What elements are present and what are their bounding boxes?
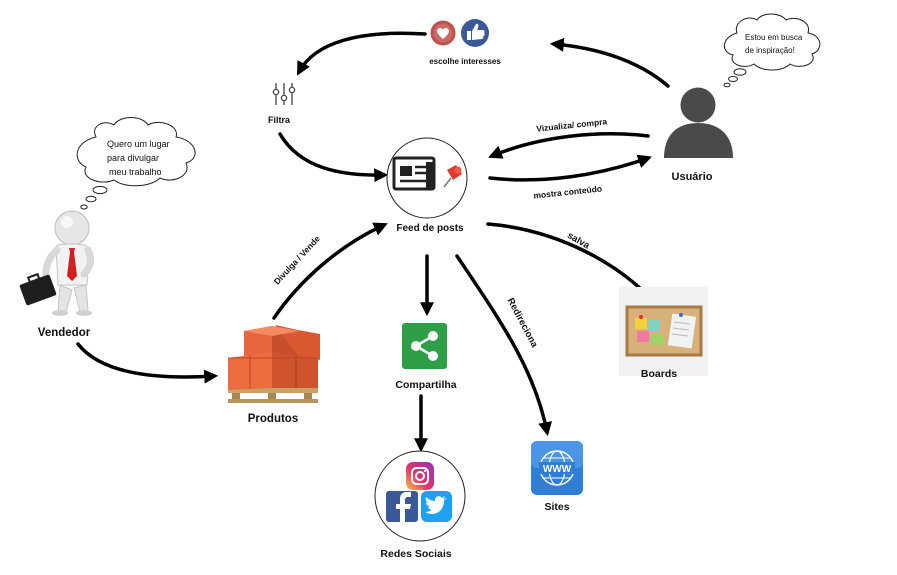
node-label-redes: Redes Sociais [380,548,451,560]
thought-cloud-vendedor [76,117,196,210]
thought-usuario-line1: Estou em busca [745,33,803,42]
thought-cloud-usuario [723,13,821,88]
label-divulga-vende: Divulga / Vende [272,233,322,286]
label-redireciona: Redireciona [505,296,541,350]
heart-icon [430,20,456,46]
svg-text:WWW: WWW [543,464,572,475]
user-silhouette-icon [664,87,733,158]
node-label-boards: Boards [641,368,677,380]
boxes-icon [228,325,320,403]
node-label-filtra: Filtra [268,115,291,125]
arrow-vendedor-to-produtos [76,342,219,384]
arrow-feed-to-usuario-mostra [488,154,652,182]
twitter-icon [421,491,452,522]
facebook-icon [386,491,418,522]
node-label-produtos: Produtos [248,413,298,425]
filter-sliders-icon [272,83,296,105]
thought-vendedor-line1: Quero um lugar [107,139,170,149]
label-visualiza-compra: Vizualiza/ compra [536,116,608,133]
newspaper-icon [392,156,436,191]
label-mostra-conteudo: mostra conteúdo [533,183,603,200]
node-label-usuario: Usuário [672,171,713,183]
node-label-compartilha: Compartilha [395,379,456,391]
node-label-sites: Sites [544,501,569,513]
instagram-icon [406,462,434,490]
arrow-produtos-to-feed [272,222,388,320]
www-globe-icon: WWW [531,441,583,495]
arrow-interesses-to-filtra [297,31,427,76]
node-label-vendedor: Vendedor [38,327,91,339]
pin-icon [443,165,462,188]
cork-board-icon [625,305,703,357]
thought-usuario-line2: de inspiração! [745,46,795,55]
thought-vendedor-line3: meu trabalho [109,167,162,177]
arrow-feed-to-sites [455,254,553,437]
label-escolhe-interesses: escolhe interesses [429,57,501,66]
share-icon [402,323,447,369]
thumbs-up-icon [461,19,489,47]
businessman-icon [19,210,95,316]
arrow-filtra-to-feed [278,132,389,183]
arrow-usuario-to-feed-visualiza [488,132,650,159]
arrow-usuario-to-interesses [549,37,670,88]
node-label-feed: Feed de posts [396,223,464,234]
thought-vendedor-line2: para divulgar [107,153,159,163]
